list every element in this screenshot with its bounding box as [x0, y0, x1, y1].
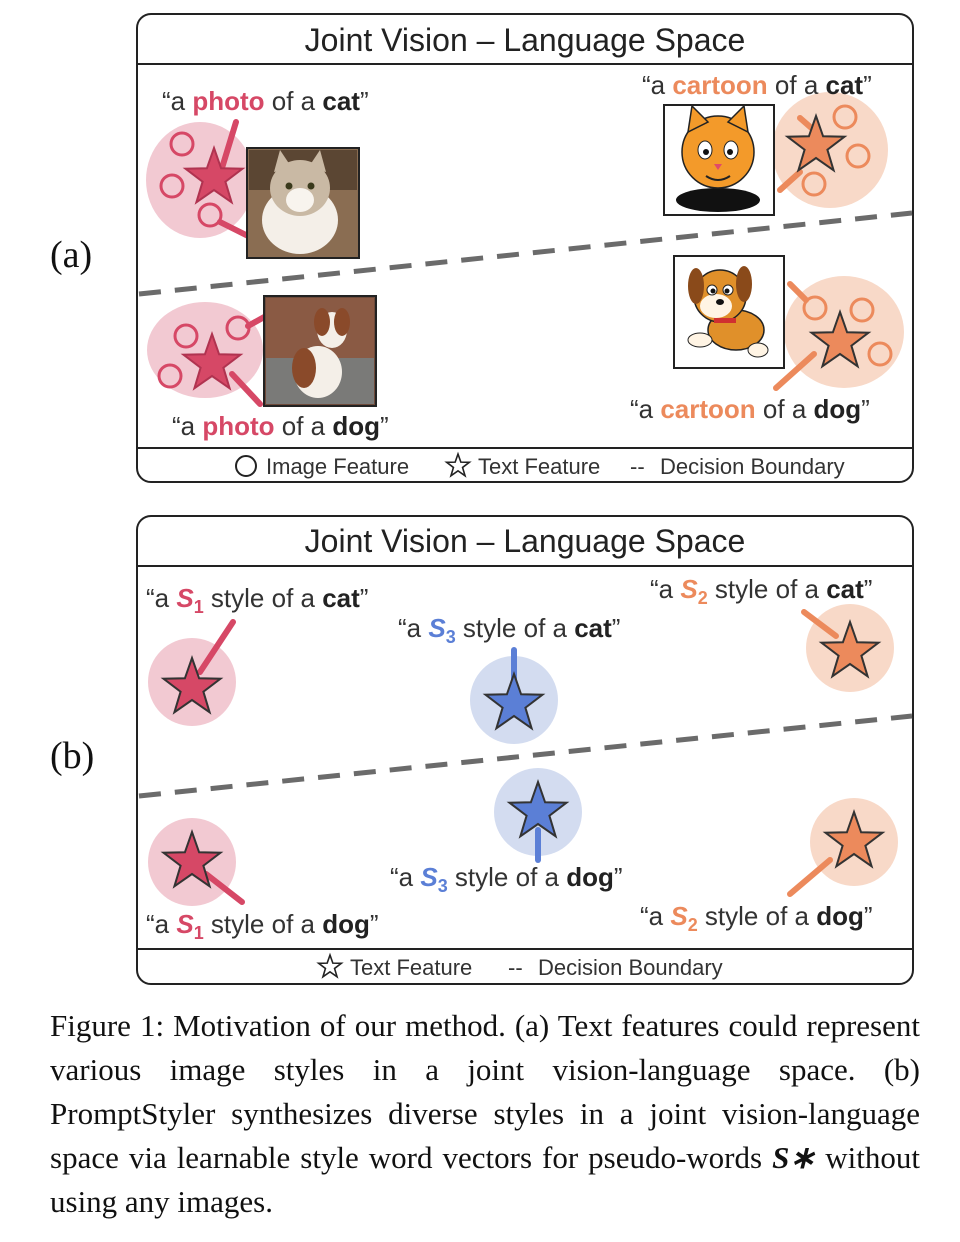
decision-boundary-line	[138, 713, 913, 799]
quote-s3-cat: “a S3 style of a cat”	[398, 613, 620, 647]
quote-s2-cat: “a S2 style of a cat”	[650, 574, 872, 608]
photo-dog-cluster	[147, 302, 269, 407]
legend-text-feature: Text Feature	[478, 454, 600, 479]
panel-a-frame	[136, 13, 914, 483]
s3-cat-feature	[470, 647, 558, 744]
panel-b-frame	[136, 515, 914, 985]
decision-boundary-line	[138, 210, 913, 297]
quote-cartoon-cat: “a cartoon of a cat”	[642, 70, 872, 100]
legend-dash-symbol: --	[630, 454, 645, 479]
caption-text: Figure 1: Motivation of our method. (a) …	[50, 1008, 920, 1175]
image-feature-icon	[832, 104, 858, 130]
image-feature-icon	[225, 315, 251, 341]
figure-caption: Figure 1: Motivation of our method. (a) …	[50, 1004, 920, 1224]
quote-s1-cat: “a S1 style of a cat”	[146, 583, 368, 617]
panel-b: (b) Joint Vision – Language Space “a S1 …	[50, 515, 914, 985]
caption-text-end: without using any images.	[50, 1140, 920, 1219]
s2-cat-feature	[801, 604, 894, 692]
quote-cartoon-dog: “a cartoon of a dog”	[630, 394, 870, 424]
caption-symbol: S∗	[772, 1140, 816, 1175]
image-feature-icon	[157, 363, 183, 389]
panel-b-title: Joint Vision – Language Space	[305, 523, 746, 559]
panel-a-label: (a)	[50, 234, 92, 276]
text-feature-legend-icon	[445, 453, 471, 477]
cat-photo-image	[246, 147, 360, 259]
s1-dog-feature	[148, 818, 245, 906]
panel-a-legend: Image Feature Text Feature -- Decision B…	[235, 453, 845, 479]
cartoon-cat-image	[663, 104, 775, 216]
quote-photo-cat: “a photo of a cat”	[162, 86, 369, 116]
image-feature-icon	[849, 297, 875, 323]
image-feature-icon	[169, 131, 195, 157]
image-feature-icon	[801, 171, 827, 197]
image-feature-icon	[802, 295, 828, 321]
image-feature-icon	[845, 143, 871, 169]
panel-b-legend: Text Feature -- Decision Boundary	[317, 954, 723, 980]
image-feature-icon	[197, 202, 223, 228]
s2-dog-feature	[787, 798, 898, 897]
legend-decision-boundary: Decision Boundary	[538, 955, 723, 980]
s1-cat-feature	[148, 619, 236, 726]
panel-a: (a) Joint Vision – Language Space	[50, 13, 914, 483]
legend-decision-boundary: Decision Boundary	[660, 454, 845, 479]
dog-photo-image	[263, 295, 377, 407]
legend-text-feature: Text Feature	[350, 955, 472, 980]
panel-a-title: Joint Vision – Language Space	[305, 22, 746, 58]
quote-photo-dog: “a photo of a dog”	[172, 411, 389, 441]
quote-s3-dog: “a S3 style of a dog”	[390, 862, 623, 896]
cartoon-dog-image	[673, 255, 785, 369]
image-feature-legend-icon	[235, 455, 257, 477]
quote-s2-dog: “a S2 style of a dog”	[640, 901, 873, 935]
photo-cat-cluster	[146, 119, 255, 241]
quote-s1-dog: “a S1 style of a dog”	[146, 909, 379, 943]
cartoon-dog-cluster	[773, 276, 904, 391]
image-feature-icon	[159, 173, 185, 199]
legend-dash-symbol: --	[508, 955, 523, 980]
image-feature-icon	[867, 341, 893, 367]
s3-dog-feature	[494, 768, 582, 863]
panel-b-label: (b)	[50, 735, 94, 777]
text-feature-legend-icon	[317, 954, 343, 978]
cartoon-cat-cluster	[772, 92, 888, 208]
image-feature-icon	[173, 323, 199, 349]
legend-image-feature: Image Feature	[266, 454, 409, 479]
